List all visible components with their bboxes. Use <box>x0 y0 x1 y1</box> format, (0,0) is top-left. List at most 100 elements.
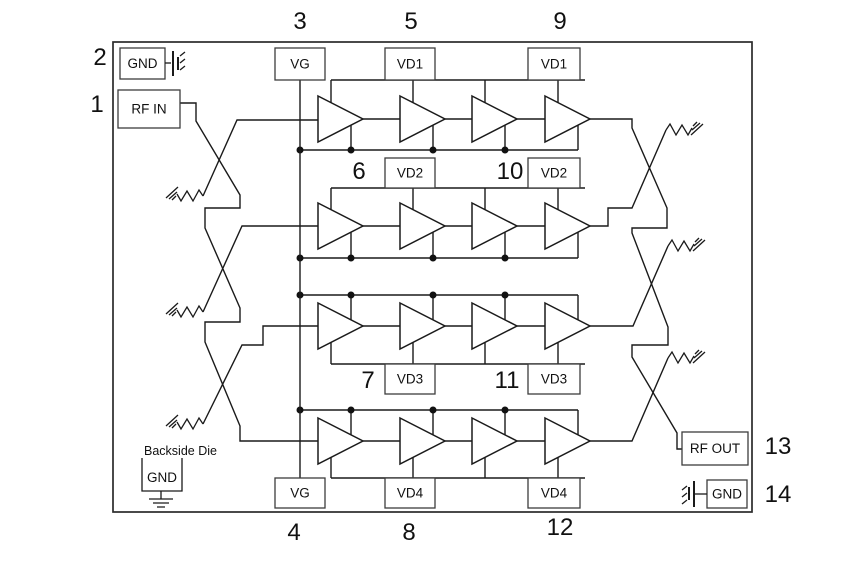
backside-die-ground: Backside Die GND <box>141 444 217 508</box>
gnd-box-label: GND <box>712 487 742 502</box>
vd2-box-label: VD2 <box>541 166 567 181</box>
pin-14-number: 14 <box>765 481 792 508</box>
pin-10-number: 10 <box>497 158 524 185</box>
pin-2-number: 2 <box>93 44 106 71</box>
amplifier-icon <box>544 201 592 251</box>
rf-out-box-label: RF OUT <box>690 441 740 456</box>
vg-box <box>274 477 326 509</box>
rf-out-box <box>681 431 749 466</box>
pin-3-vg: VG 3 <box>274 8 326 81</box>
chassis-ground-icon <box>165 302 179 317</box>
junction-dot <box>429 291 437 299</box>
rf-in-box-label: RF IN <box>131 102 166 117</box>
chassis-ground-icon <box>692 237 706 252</box>
backside-die-caption: Backside Die <box>144 444 217 458</box>
termination-resistor-icon <box>665 121 704 137</box>
row3-feed-wire <box>202 325 318 425</box>
amplifier-icon <box>317 201 365 251</box>
junction-dot <box>347 291 355 299</box>
earth-ground-icon <box>149 491 173 508</box>
junction-dot <box>501 291 509 299</box>
junction-dot <box>429 406 437 414</box>
rf-out-through-wire <box>590 118 682 450</box>
pin-12-number: 12 <box>547 514 574 541</box>
amplifier-icon <box>399 416 447 466</box>
amplifier-icon <box>399 201 447 251</box>
amplifier-icon <box>317 301 365 351</box>
row3-out-wire <box>590 245 669 327</box>
pin-13-rf-out: RF OUT 13 <box>681 431 792 466</box>
vd2-box <box>384 157 436 189</box>
row1-feed-wire <box>202 119 318 197</box>
amplifier-icon <box>471 94 519 144</box>
amplifier-icon <box>471 301 519 351</box>
termination-resistor-icon <box>165 414 204 431</box>
output-meander-network <box>590 118 706 450</box>
vg-box <box>274 47 326 81</box>
junction-dot <box>501 254 509 262</box>
pin-13-number: 13 <box>765 433 792 460</box>
bypass-capacitor-icon <box>681 481 707 507</box>
vd4-box <box>384 477 436 509</box>
amplifier-icon <box>317 94 365 144</box>
input-meander-network <box>165 102 318 442</box>
pin-1-number: 1 <box>90 91 103 118</box>
junction-dot <box>501 406 509 414</box>
amplifier-icon <box>471 416 519 466</box>
amplifier-icon <box>544 94 592 144</box>
termination-resistor-icon <box>667 349 706 365</box>
pin-12-vd4: VD4 12 <box>527 477 581 541</box>
rf-in-box <box>117 89 181 129</box>
vd1-box <box>384 47 436 81</box>
pin-7-number: 7 <box>361 367 374 394</box>
row4-out-wire <box>590 357 669 442</box>
vg-box-label: VG <box>290 486 310 501</box>
vd3-box <box>384 363 436 395</box>
pin-2-gnd: GND 2 <box>93 44 186 80</box>
junction-dot <box>347 406 355 414</box>
junction-dot <box>429 254 437 262</box>
termination-resistor-icon <box>667 237 706 253</box>
chassis-ground-icon <box>692 349 706 364</box>
gnd-box <box>119 47 166 80</box>
open-top-box <box>141 458 183 492</box>
pin-3-number: 3 <box>293 8 306 35</box>
vd4-box <box>527 477 581 509</box>
vd3-box-label: VD3 <box>541 372 567 387</box>
vd4-box-label: VD4 <box>541 486 568 501</box>
amplifier-icon <box>471 201 519 251</box>
vd4-box-label: VD4 <box>397 486 424 501</box>
vd3-box-label: VD3 <box>397 372 423 387</box>
pin-6-vd2: VD2 6 <box>352 157 436 189</box>
vd1-box <box>527 47 581 81</box>
amplifier-icon <box>544 301 592 351</box>
pin-8-number: 8 <box>402 519 415 546</box>
junction-dot <box>347 254 355 262</box>
junction-dot <box>429 146 437 154</box>
vd2-box <box>527 157 581 189</box>
chassis-ground-icon <box>690 121 704 136</box>
pin-10-vd2: VD2 10 <box>497 157 581 189</box>
vd3-box <box>527 363 581 395</box>
pin-14-gnd: GND 14 <box>681 479 792 509</box>
termination-resistor-icon <box>165 186 204 203</box>
chassis-ground-icon <box>165 186 179 201</box>
backside-gnd-label: GND <box>147 470 177 485</box>
amplifier-grid <box>296 79 592 479</box>
vd2-box-label: VD2 <box>397 166 423 181</box>
vd1-box-label: VD1 <box>541 57 567 72</box>
chassis-ground-icon <box>165 414 179 429</box>
pin-5-number: 5 <box>404 8 417 35</box>
die-outline <box>112 41 753 513</box>
junction-dot <box>501 146 509 154</box>
pin-11-vd3: VD3 11 <box>495 363 581 395</box>
amplifier-icon <box>317 416 365 466</box>
pin-6-number: 6 <box>352 158 365 185</box>
pin-1-rf-in: RF IN 1 <box>90 89 181 129</box>
pin-9-number: 9 <box>553 8 566 35</box>
rf-in-through-wire <box>180 102 318 442</box>
termination-resistor-icon <box>165 302 204 319</box>
row2-out-wire <box>590 129 667 227</box>
vg-box-label: VG <box>290 57 310 72</box>
